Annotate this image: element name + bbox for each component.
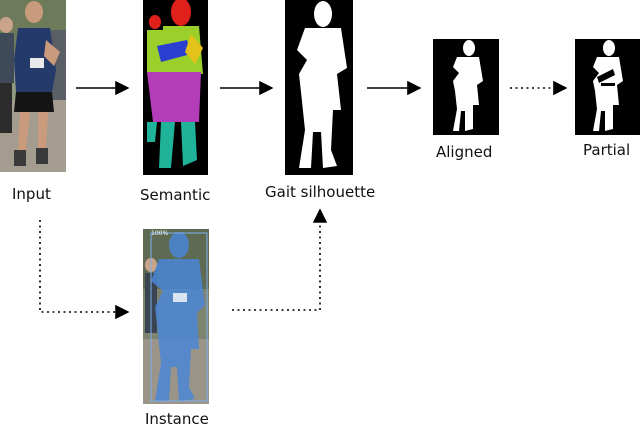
partial-silhouette	[575, 39, 640, 135]
semantic-mask	[143, 0, 208, 175]
arrow-input-to-instance	[39, 220, 130, 320]
gait-silhouette-mask	[285, 0, 353, 175]
input-photo	[0, 0, 66, 172]
instance-segmentation	[143, 229, 209, 404]
label-instance: Instance	[145, 410, 209, 428]
label-partial: Partial	[583, 141, 631, 159]
label-gait-silhouette: Gait silhouette	[265, 183, 376, 201]
label-input: Input	[12, 185, 51, 203]
instance-score-label: 100%	[151, 230, 169, 237]
arrow-instance-to-silhouette	[232, 208, 328, 311]
aligned-silhouette	[433, 39, 499, 135]
label-semantic: Semantic	[140, 186, 211, 204]
label-aligned: Aligned	[436, 143, 493, 161]
